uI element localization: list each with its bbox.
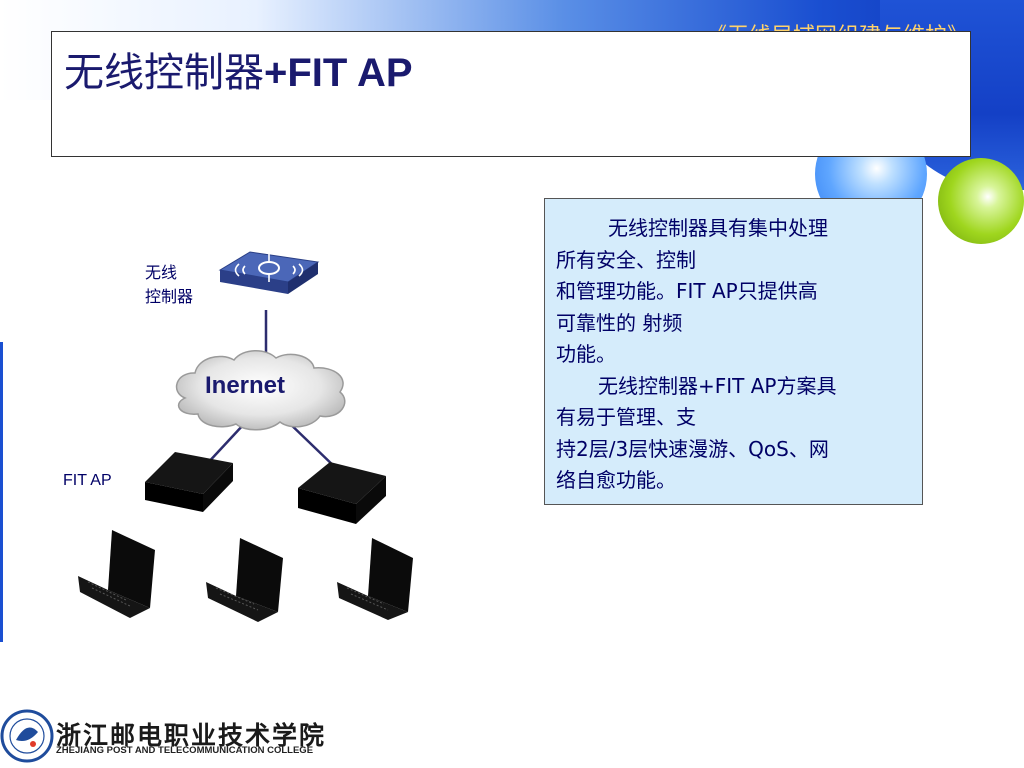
info-line-3: 和管理功能。FIT AP只提供高 [556,279,818,303]
slide-title-latin: +FIT AP [264,51,413,95]
laptop-icon-1 [78,530,155,618]
info-line-4: 可靠性的 射频 [556,310,683,335]
wireless-controller-icon [218,251,320,294]
info-line-7: 有易于管理、支 [556,405,696,429]
slide-title: 无线控制器+FIT AP [64,40,413,98]
info-box: 无线控制器具有集中处理 所有安全、控制 和管理功能。FIT AP只提供高 可靠性… [544,198,923,505]
info-line-9: 络自愈功能。 [556,468,676,492]
fit-ap-label: FIT AP [63,472,112,489]
title-box: 无线控制器+FIT AP [51,31,971,157]
slide-title-cn: 无线控制器 [64,50,264,96]
green-orb-decoration [938,158,1024,244]
college-name-cn: 浙江邮电职业技术学院 [56,721,327,750]
college-name-en: ZHEJIANG POST AND TELECOMMUNICATION COLL… [56,745,314,756]
laptop-icon-2 [206,538,283,622]
fit-ap-icon-2 [298,462,386,524]
left-accent-bar [0,342,3,642]
controller-label-line1: 无线 [145,263,178,282]
laptop-icon-3 [337,538,413,620]
internet-cloud-icon [175,350,346,431]
info-line-6: 无线控制器+FIT AP方案具 [598,373,837,398]
info-line-5: 功能。 [556,342,616,366]
college-seal-logo [0,709,54,763]
info-line-1: 无线控制器具有集中处理 [608,216,828,240]
fit-ap-icon-1 [145,452,233,512]
info-line-2: 所有安全、控制 [556,247,696,272]
controller-label: 无线 控制器 [145,261,193,309]
internet-label: Inernet [205,372,286,399]
controller-label-line2: 控制器 [145,287,194,306]
info-line-8: 持2层/3层快速漫游、QoS、网 [556,436,829,461]
